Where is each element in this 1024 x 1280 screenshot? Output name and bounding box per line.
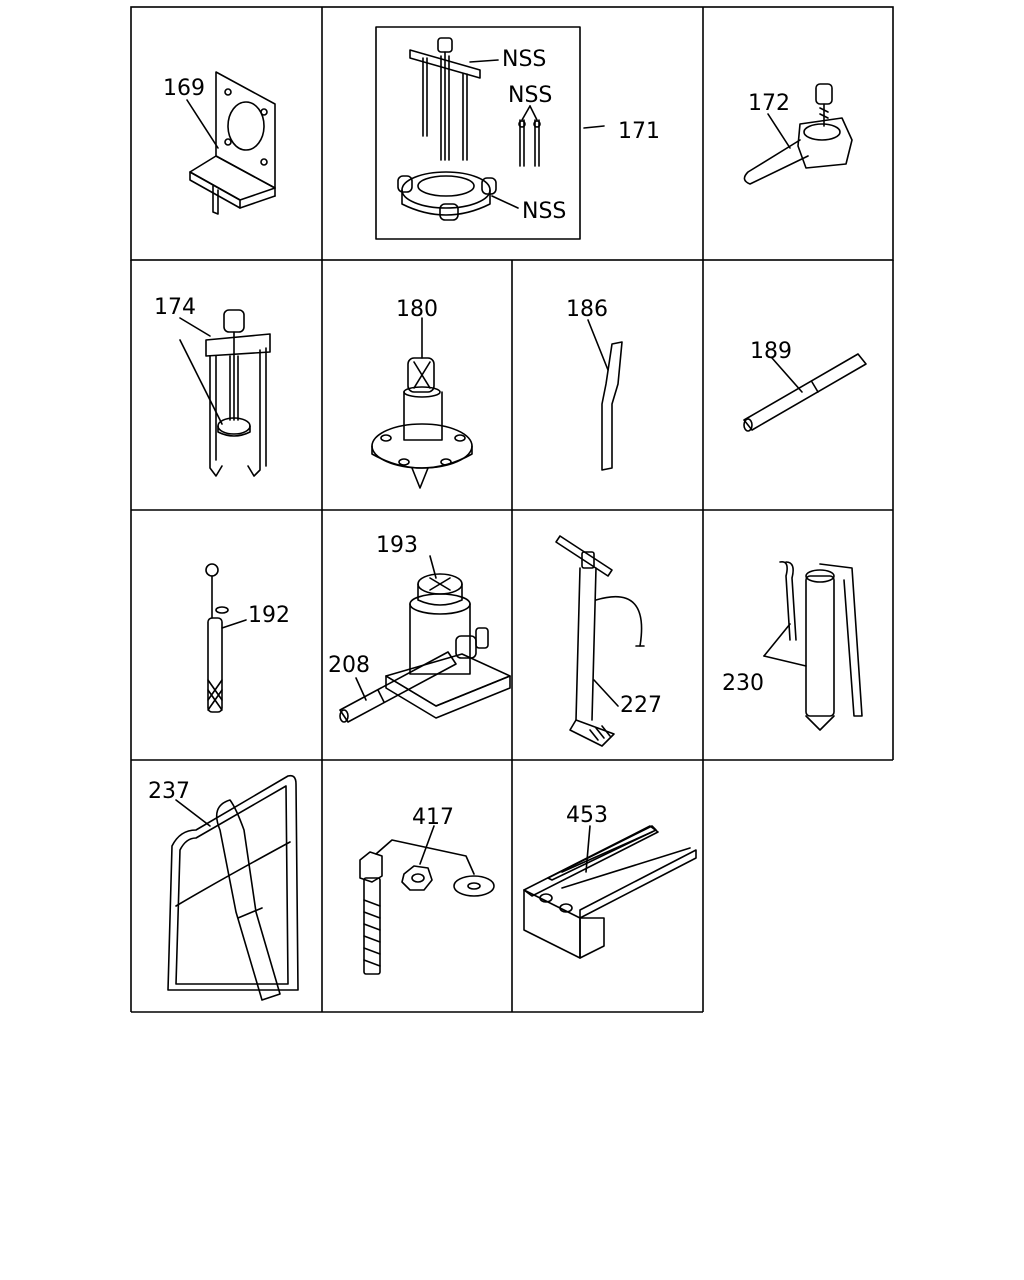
part-172-tap-wrench bbox=[743, 83, 853, 185]
part-237-tool-roll bbox=[167, 774, 299, 1001]
label-nss-3: NSS bbox=[522, 199, 566, 224]
diagram-grid bbox=[130, 6, 894, 1013]
label-189: 189 bbox=[750, 339, 792, 364]
part-417-bolt-nut-washer bbox=[359, 825, 495, 975]
label-237: 237 bbox=[148, 779, 190, 804]
label-172: 172 bbox=[748, 91, 790, 116]
label-208: 208 bbox=[328, 653, 370, 678]
label-180: 180 bbox=[396, 297, 438, 322]
label-169: 169 bbox=[163, 76, 205, 101]
label-230: 230 bbox=[722, 671, 764, 696]
label-174: 174 bbox=[154, 295, 196, 320]
part-208-jack-handle bbox=[339, 651, 457, 723]
label-171: 171 bbox=[618, 119, 660, 144]
part-192-tool bbox=[205, 563, 247, 713]
label-417: 417 bbox=[412, 805, 454, 830]
label-186: 186 bbox=[566, 297, 608, 322]
part-189-rod bbox=[743, 353, 867, 432]
part-453-fixture bbox=[523, 825, 697, 959]
label-nss-1: NSS bbox=[502, 47, 546, 72]
part-171-puller-kit bbox=[375, 26, 605, 240]
label-227: 227 bbox=[620, 693, 662, 718]
part-227-hand-pump bbox=[555, 535, 645, 747]
part-230-grease-gun bbox=[763, 560, 863, 731]
part-193-bottle-jack bbox=[385, 555, 511, 719]
part-174-two-jaw-puller bbox=[179, 309, 271, 477]
label-193: 193 bbox=[376, 533, 418, 558]
part-169-bracket bbox=[186, 71, 276, 215]
label-192: 192 bbox=[248, 603, 290, 628]
part-180-installer bbox=[371, 317, 473, 489]
label-nss-2: NSS bbox=[508, 83, 552, 108]
part-186-chisel bbox=[587, 319, 623, 471]
label-453: 453 bbox=[566, 803, 608, 828]
